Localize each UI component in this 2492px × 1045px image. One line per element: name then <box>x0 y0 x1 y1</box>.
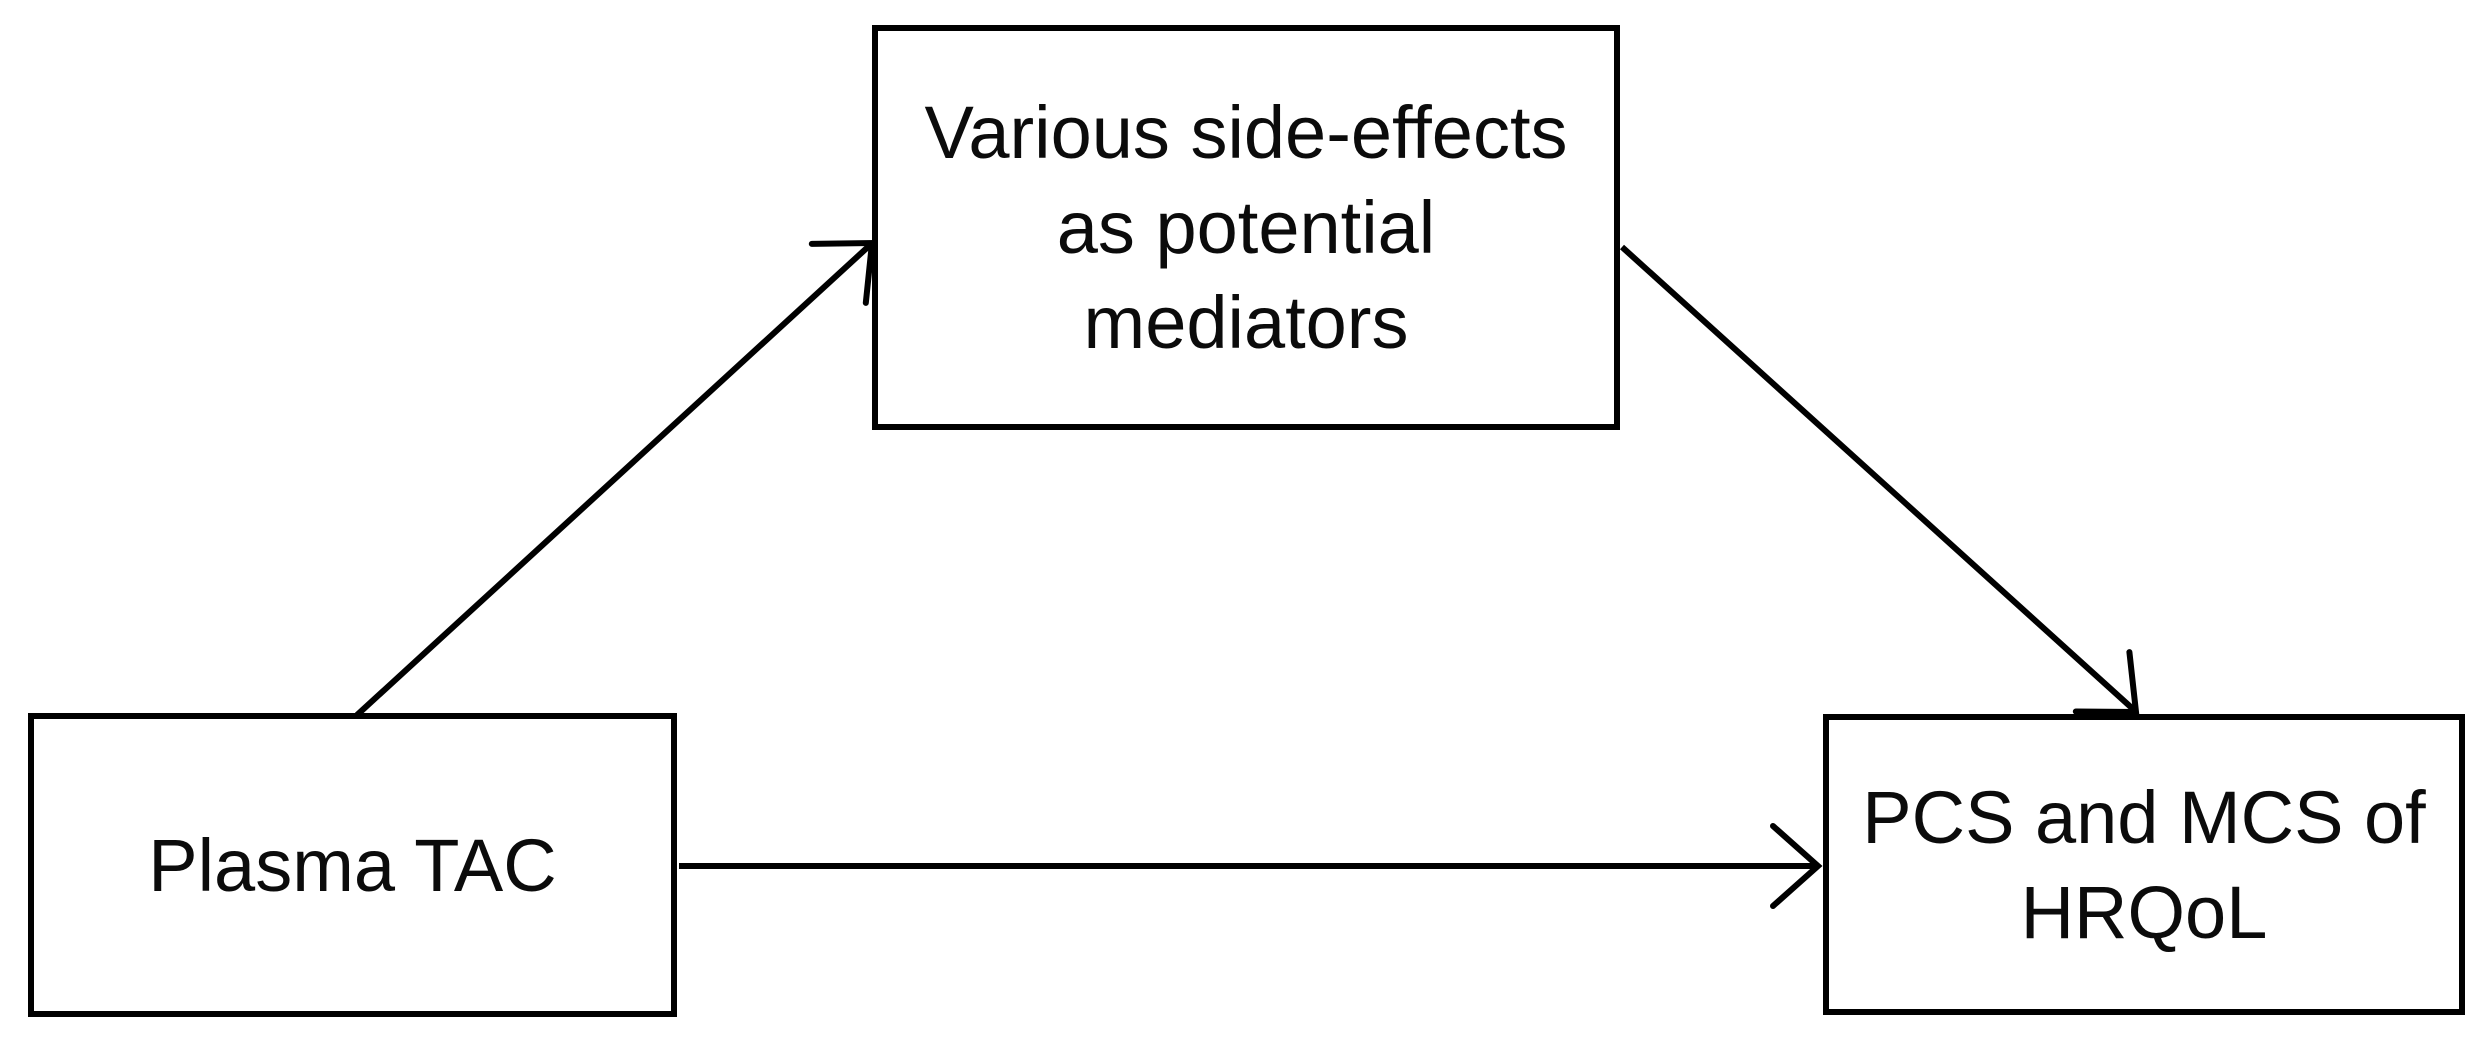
arrow-plasma-tac-to-mediators <box>354 239 876 718</box>
node-mediators-label-line: mediators <box>1083 281 1409 364</box>
arrowhead-right-icon <box>1770 823 1823 909</box>
node-hrqol-box: PCS and MCS of HRQoL <box>1823 714 2465 1015</box>
arrow-mediators-to-hrqol <box>1619 244 2140 716</box>
node-plasma-tac-label-line: Plasma TAC <box>148 823 557 907</box>
arrowhead-down-right-icon <box>2072 649 2140 716</box>
node-mediators-label-line: Various side-effects <box>924 91 1568 174</box>
arrow-plasma-tac-to-hrqol <box>679 823 1823 909</box>
node-mediators-label-line: as potential <box>1056 186 1436 269</box>
node-plasma-tac-box: Plasma TAC <box>28 713 677 1017</box>
node-mediators-box: Various side-effects as potential mediat… <box>872 25 1620 430</box>
node-hrqol-label-line: HRQoL <box>2020 870 2268 954</box>
node-hrqol-label-line: PCS and MCS of <box>1862 775 2426 859</box>
